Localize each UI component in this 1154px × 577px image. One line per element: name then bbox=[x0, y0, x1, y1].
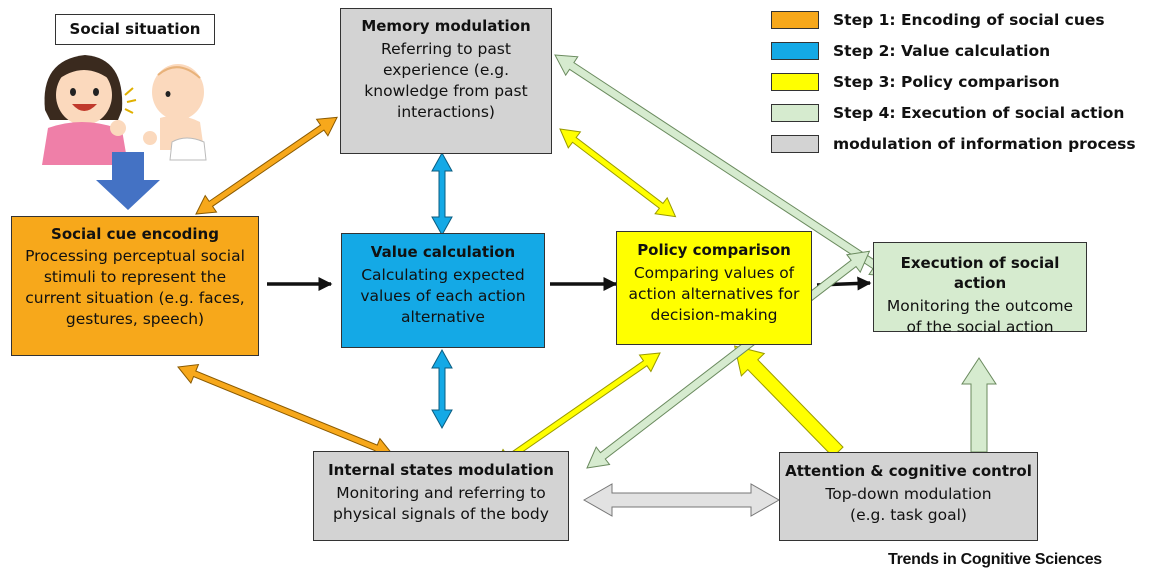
memory-modulation-title: Memory modulation bbox=[361, 17, 531, 35]
arrow-attention-execution bbox=[961, 357, 997, 453]
arrow-cue-internal bbox=[177, 363, 394, 458]
legend-swatch bbox=[771, 11, 819, 29]
policy-comparison-title: Policy comparison bbox=[637, 241, 791, 259]
internal-states-modulation-box: Internal states modulation Monitoring an… bbox=[313, 451, 569, 541]
policy-comparison-box: Policy comparison Comparing values of ac… bbox=[616, 231, 812, 345]
social-cue-encoding-desc: Processing perceptual social stimuli to … bbox=[25, 247, 245, 328]
attention-cognitive-control-box: Attention & cognitive control Top-down m… bbox=[779, 452, 1038, 541]
execution-social-action-title: Execution of social action bbox=[900, 254, 1060, 292]
memory-modulation-desc: Referring to past experience (e.g. knowl… bbox=[364, 40, 528, 121]
legend-swatch bbox=[771, 73, 819, 91]
social-cue-encoding-box: Social cue encoding Processing perceptua… bbox=[11, 216, 259, 356]
legend-swatch bbox=[771, 42, 819, 60]
legend-label: modulation of information process bbox=[833, 135, 1136, 153]
attention-cognitive-control-title: Attention & cognitive control bbox=[785, 462, 1032, 480]
legend-swatch bbox=[771, 135, 819, 153]
arrow-memory-value bbox=[431, 151, 453, 237]
legend-label: Step 3: Policy comparison bbox=[833, 73, 1060, 91]
policy-comparison-desc: Comparing values of action alternatives … bbox=[628, 264, 800, 324]
value-calculation-title: Value calculation bbox=[370, 243, 516, 261]
legend-label: Step 1: Encoding of social cues bbox=[833, 11, 1105, 29]
situation-down-arrow bbox=[96, 152, 160, 210]
legend-swatch bbox=[771, 104, 819, 122]
arrow-memory-cue bbox=[195, 116, 338, 215]
arrow-attention-policy bbox=[733, 345, 844, 458]
value-calculation-desc: Calculating expected values of each acti… bbox=[360, 266, 526, 326]
execution-social-action-desc: Monitoring the outcome of the social act… bbox=[886, 297, 1074, 336]
social-cue-encoding-title: Social cue encoding bbox=[51, 225, 219, 243]
internal-states-modulation-desc: Monitoring and referring to physical sig… bbox=[333, 484, 549, 523]
mother-baby-illustration bbox=[42, 55, 207, 165]
attention-cognitive-control-desc: Top-down modulation (e.g. task goal) bbox=[825, 485, 992, 524]
arrow-value-internal bbox=[431, 348, 453, 430]
value-calculation-box: Value calculation Calculating expected v… bbox=[341, 233, 545, 348]
internal-states-modulation-title: Internal states modulation bbox=[328, 461, 554, 479]
social-situation-label: Social situation bbox=[55, 14, 215, 45]
arrow-internal-attention bbox=[582, 483, 781, 517]
legend-label: Step 4: Execution of social action bbox=[833, 104, 1125, 122]
memory-modulation-box: Memory modulation Referring to past expe… bbox=[340, 8, 552, 154]
execution-social-action-box: Execution of social action Monitoring th… bbox=[873, 242, 1087, 336]
arrow-memory-policy bbox=[559, 128, 677, 218]
journal-source-label: Trends in Cognitive Sciences bbox=[888, 551, 1102, 568]
legend-label: Step 2: Value calculation bbox=[833, 42, 1051, 60]
